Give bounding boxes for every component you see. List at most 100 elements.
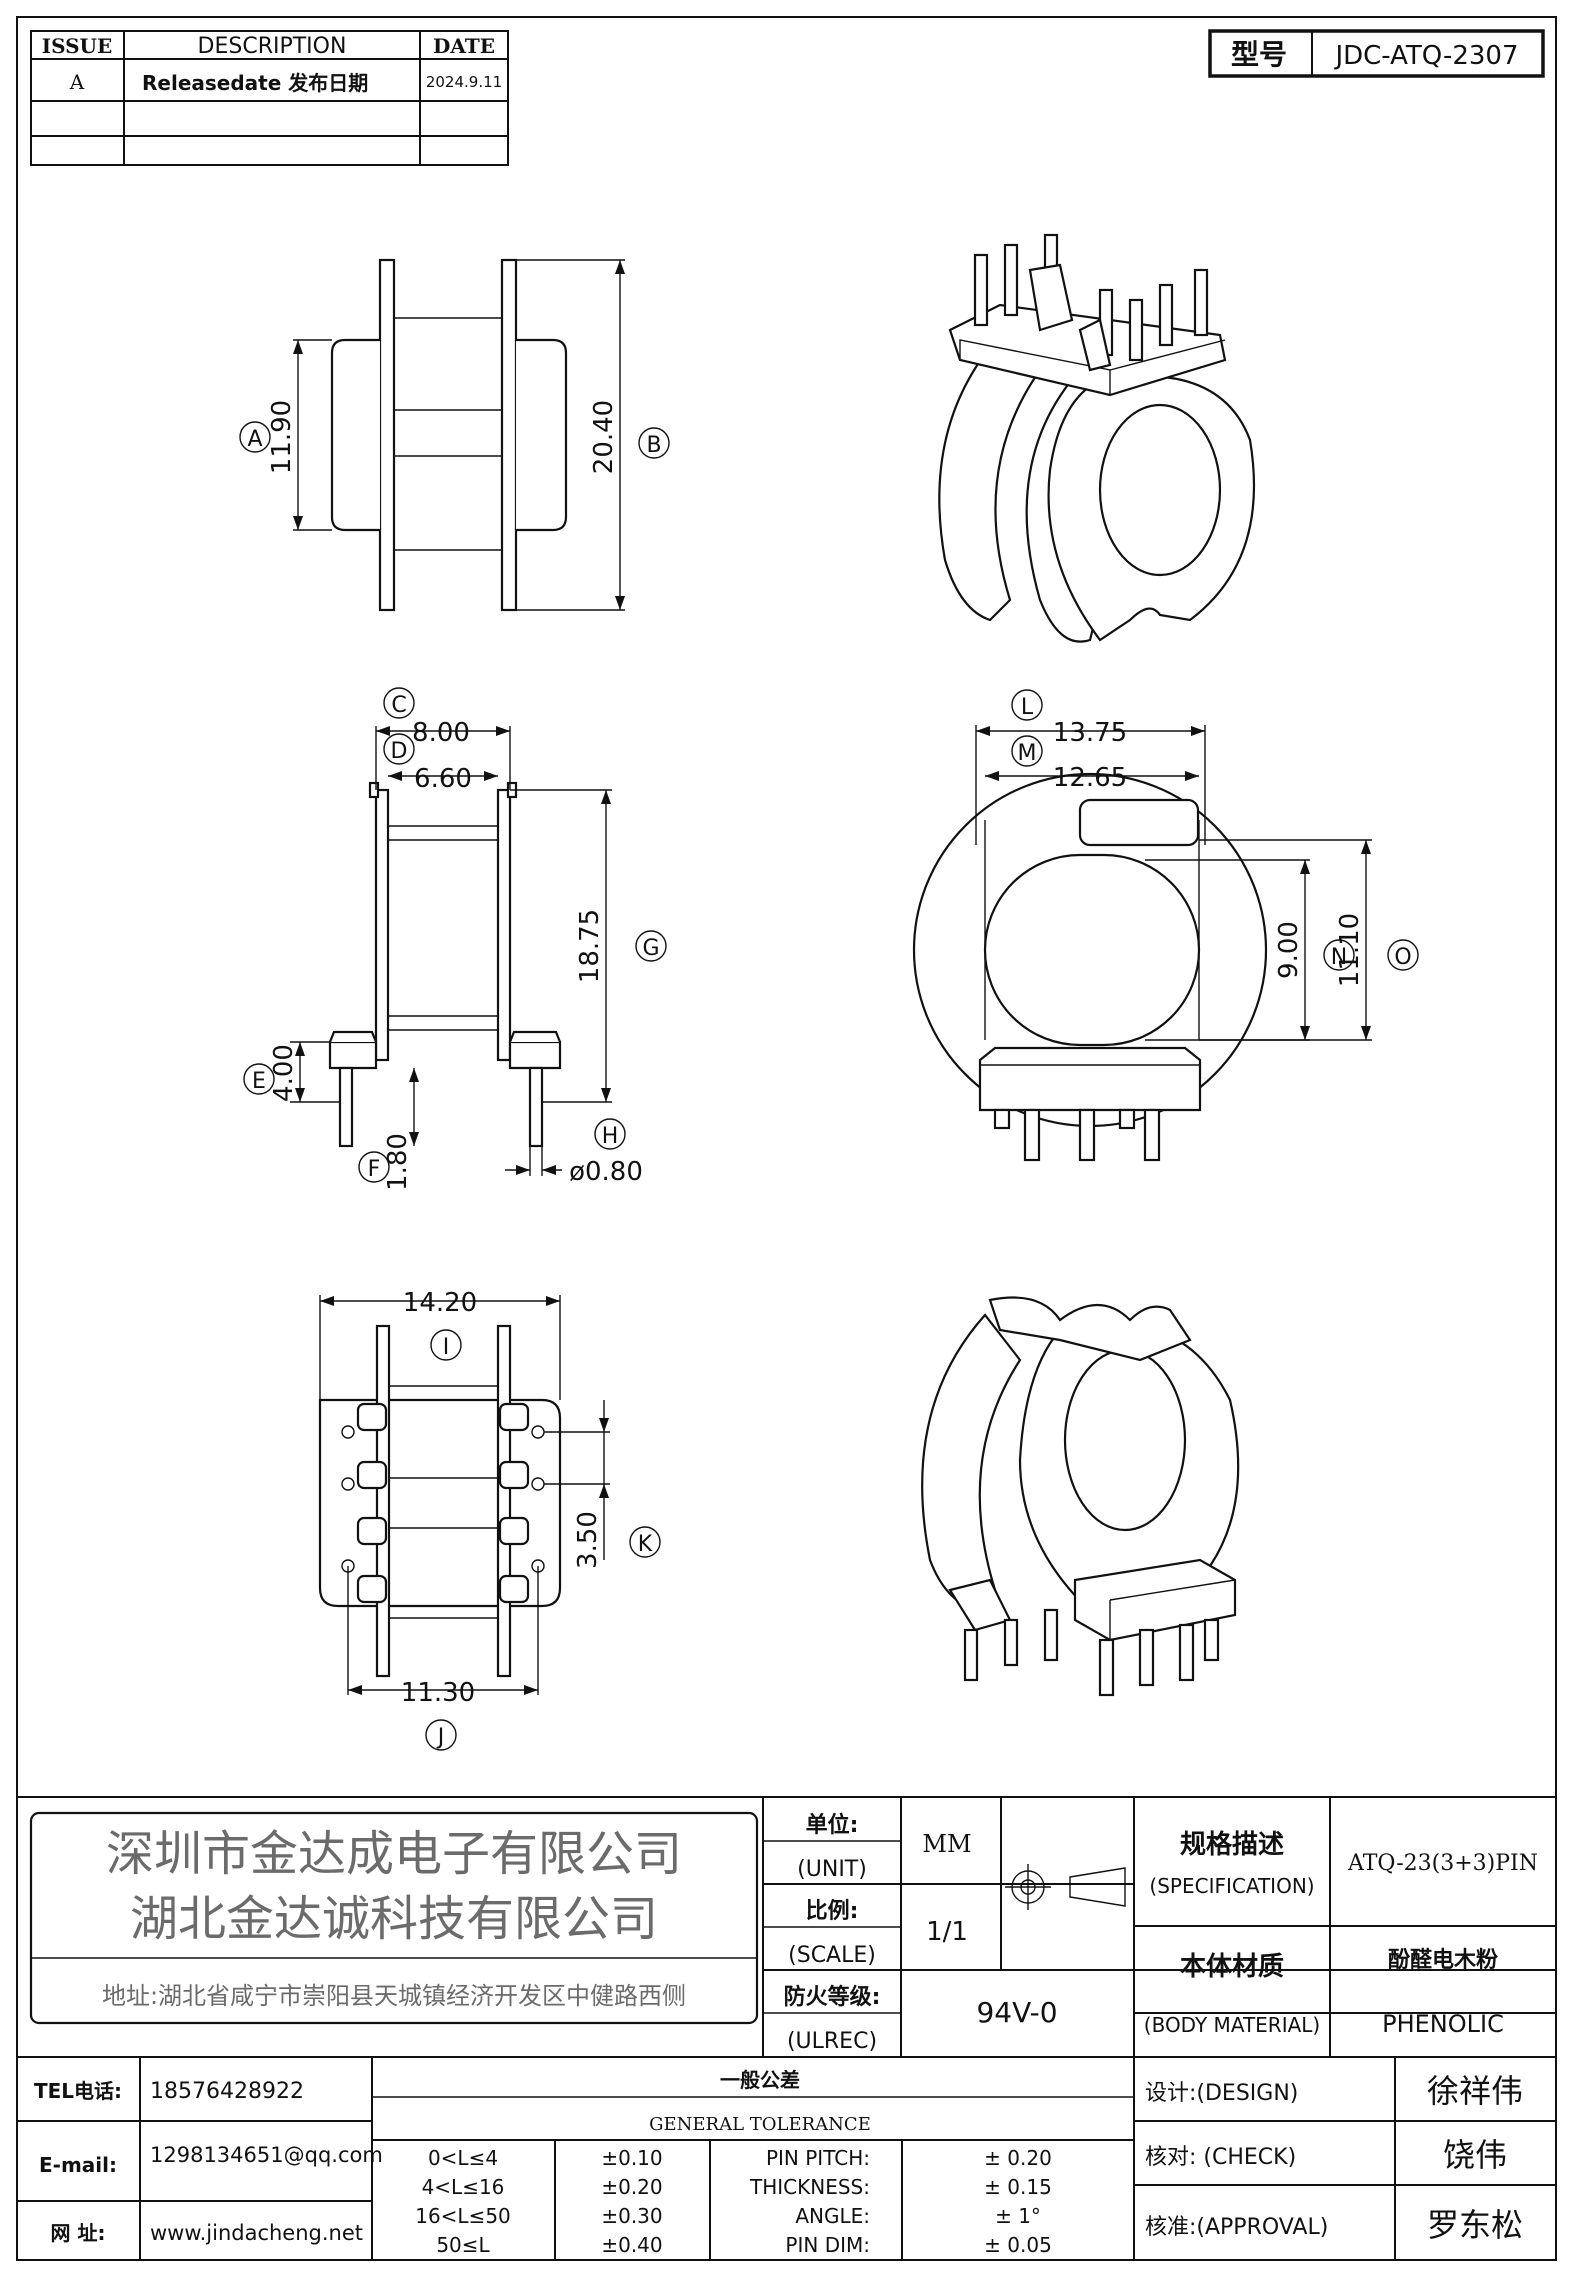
rev-row-description: Releasedate 发布日期 xyxy=(142,71,368,95)
dim-value-M: 12.65 xyxy=(1053,763,1127,793)
dim-value-C: 8.00 xyxy=(412,718,470,748)
approval-name: 罗东松 xyxy=(1427,2206,1523,2244)
tol-value-1: ±0.10 xyxy=(601,2146,662,2170)
bottom-view: I 14.20 J 11.30 K 3.50 xyxy=(318,1288,661,1751)
dim-value-L: 13.75 xyxy=(1053,718,1127,748)
projection-symbol-icon xyxy=(1005,1864,1126,1910)
dim-value-O: 11.10 xyxy=(1335,913,1365,987)
email-label: E-mail: xyxy=(39,2153,117,2177)
scale-label-en: (SCALE) xyxy=(788,1943,876,1968)
dim-value-F: 1.80 xyxy=(383,1133,413,1191)
rev-row-issue: A xyxy=(69,70,85,94)
ulrec-value: 94V-0 xyxy=(976,1996,1057,2029)
tol-value-4: ±0.40 xyxy=(601,2233,662,2257)
company-address: 地址:湖北省咸宁市崇阳县天城镇经济开发区中健路西侧 xyxy=(102,1982,686,2010)
dim-tag-K: K xyxy=(638,1532,653,1557)
spec-label-en: (SPECIFICATION) xyxy=(1149,1874,1314,1898)
company-name-2: 湖北金达诚科技有限公司 xyxy=(130,1891,658,1947)
approval-label: 核准:(APPROVAL) xyxy=(1145,2215,1328,2240)
model-value: JDC-ATQ-2307 xyxy=(1333,41,1518,71)
tel-label: TEL电话: xyxy=(34,2079,122,2103)
dim-tag-H: H xyxy=(602,1124,619,1149)
side-view-1: A 11.90 B 20.40 xyxy=(239,258,670,612)
model-box: 型号 JDC-ATQ-2307 xyxy=(1208,29,1545,78)
dim-tag-A: A xyxy=(247,427,262,452)
dim-tag-B: B xyxy=(646,433,661,458)
material-value-en: PHENOLIC xyxy=(1382,2010,1504,2038)
web-value: www.jindacheng.net xyxy=(150,2221,363,2245)
tol-range-3: 16<L≤50 xyxy=(415,2204,511,2228)
model-label: 型号 xyxy=(1231,38,1287,71)
dim-value-E: 4.00 xyxy=(269,1044,299,1102)
dim-tag-F: F xyxy=(368,1157,381,1182)
dim-tag-E: E xyxy=(252,1069,266,1094)
dim-value-B: 20.40 xyxy=(589,400,619,474)
isometric-view-bottom xyxy=(921,1296,1240,1697)
iso-pins-top xyxy=(973,233,1209,372)
revision-table: ISSUE DESCRIPTION DATE A Releasedate 发布日… xyxy=(30,30,509,166)
dim-tag-M: M xyxy=(1018,741,1037,766)
dim-tag-G: G xyxy=(642,936,659,961)
unit-value: MM xyxy=(922,1830,971,1858)
param-name-2: THICKNESS: xyxy=(749,2175,870,2199)
company-box xyxy=(29,1811,759,2025)
circular-front-view: L 13.75 M 12.65 N 9.00 O 11.10 xyxy=(912,689,1419,1162)
tol-value-3: ±0.30 xyxy=(601,2204,662,2228)
tol-range-1: 0<L≤4 xyxy=(428,2146,498,2170)
tol-range-4: 50≤L xyxy=(436,2233,490,2257)
rev-row-date: 2024.9.11 xyxy=(426,73,502,91)
dim-tag-I: I xyxy=(443,1335,450,1360)
param-name-4: PIN DIM: xyxy=(785,2233,870,2257)
material-label-cn: 本体材质 xyxy=(1180,1952,1284,1982)
dim-value-H: ø0.80 xyxy=(569,1157,643,1187)
scale-value: 1/1 xyxy=(926,1917,968,1947)
dim-tag-J: J xyxy=(436,1725,445,1750)
dim-value-I: 14.20 xyxy=(403,1288,477,1318)
dim-value-J: 11.30 xyxy=(401,1678,475,1708)
drawing-border xyxy=(16,16,1557,2261)
footer-grid: TEL电话: 18576428922 E-mail: 1298134651@qq… xyxy=(17,2056,1556,2260)
pin-pads xyxy=(341,1402,545,1604)
isometric-view-top xyxy=(938,233,1256,643)
dim-value-N: 9.00 xyxy=(1274,921,1304,979)
dim-tag-N: N xyxy=(1331,945,1347,970)
check-label: 核对: (CHECK) xyxy=(1145,2145,1296,2170)
param-tol-2: ± 0.15 xyxy=(984,2175,1052,2199)
spec-label-cn: 规格描述 xyxy=(1180,1829,1284,1860)
param-tol-4: ± 0.05 xyxy=(984,2233,1052,2257)
spec-value: ATQ-23(3+3)PIN xyxy=(1347,1851,1538,1876)
ulrec-label-cn: 防火等级: xyxy=(784,1984,881,2010)
material-value-cn: 酚醛电木粉 xyxy=(1388,1948,1498,1973)
param-name-3: ANGLE: xyxy=(795,2204,870,2228)
dim-tag-L: L xyxy=(1021,695,1034,720)
rev-header-issue: ISSUE xyxy=(42,34,113,58)
dim-tag-C: C xyxy=(391,693,406,718)
company-name-1: 深圳市金达成电子有限公司 xyxy=(106,1826,682,1882)
email-value: 1298134651@qq.com xyxy=(150,2143,383,2167)
rev-header-description: DESCRIPTION xyxy=(198,34,347,59)
dim-tag-D: D xyxy=(391,739,408,764)
tol-range-2: 4<L≤16 xyxy=(422,2175,505,2199)
dim-value-D: 6.60 xyxy=(414,764,472,794)
check-name: 饶伟 xyxy=(1443,2136,1507,2174)
unit-label-en: (UNIT) xyxy=(797,1857,867,1882)
dim-value-A: 11.90 xyxy=(267,400,297,474)
tolerance-title-en: GENERAL TOLERANCE xyxy=(649,2114,871,2135)
scale-label-cn: 比例: xyxy=(806,1899,859,1924)
rev-header-date: DATE xyxy=(433,34,495,58)
tolerance-title-cn: 一般公差 xyxy=(720,2068,800,2092)
material-label-en: (BODY MATERIAL) xyxy=(1144,2013,1320,2037)
web-label: 网 址: xyxy=(51,2221,106,2245)
param-name-1: PIN PITCH: xyxy=(766,2146,870,2170)
tel-value: 18576428922 xyxy=(150,2079,304,2104)
dim-tag-O: O xyxy=(1394,945,1411,970)
dim-value-G: 18.75 xyxy=(575,909,605,983)
ulrec-label-en: (ULREC) xyxy=(787,2029,877,2054)
tol-value-2: ±0.20 xyxy=(601,2175,662,2199)
unit-label-cn: 单位: xyxy=(806,1812,859,1838)
design-name: 徐祥伟 xyxy=(1427,2072,1523,2110)
design-label: 设计:(DESIGN) xyxy=(1145,2081,1298,2106)
param-tol-3: ± 1° xyxy=(995,2204,1041,2228)
param-tol-1: ± 0.20 xyxy=(984,2146,1052,2170)
spec-grid: 单位: (UNIT) MM 比例: (SCALE) 1/1 防火等级: (ULR… xyxy=(762,1797,1556,2057)
